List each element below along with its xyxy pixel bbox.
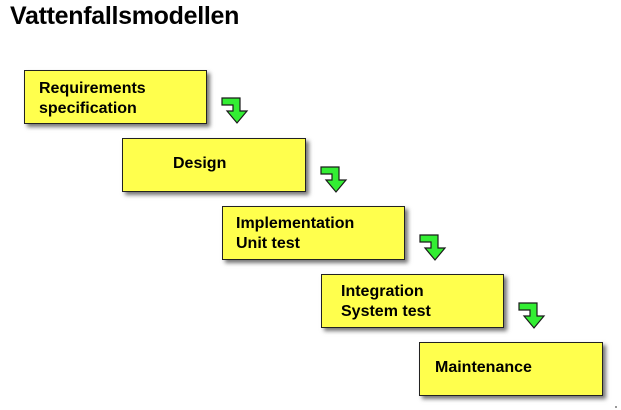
stage-design-line-1: Design (173, 155, 227, 172)
stage-design: Design (122, 138, 306, 192)
bent-arrow-down-right-icon (319, 165, 353, 195)
stage-integration-system-test: Integration System test (321, 274, 504, 328)
stage-maintenance: Maintenance (419, 342, 603, 396)
stage-implementation-line-2: Unit test (236, 235, 300, 252)
stage-implementation-unit-test: Implementation Unit test (222, 206, 405, 260)
stage-integration-line-1: Integration (341, 283, 424, 300)
stage-maintenance-line-1: Maintenance (435, 359, 532, 376)
corner-dot (615, 406, 617, 408)
stage-integration-line-2: System test (341, 303, 431, 320)
bent-arrow-down-right-icon (220, 96, 254, 126)
stage-requirements-specification: Requirements specification (24, 70, 207, 124)
diagram-title: Vattenfallsmodellen (10, 2, 240, 30)
bent-arrow-down-right-icon (418, 233, 452, 263)
stage-requirements-line-1: Requirements (39, 80, 146, 97)
bent-arrow-down-right-icon (517, 301, 551, 331)
stage-requirements-line-2: specification (39, 100, 137, 117)
stage-implementation-line-1: Implementation (236, 215, 355, 232)
